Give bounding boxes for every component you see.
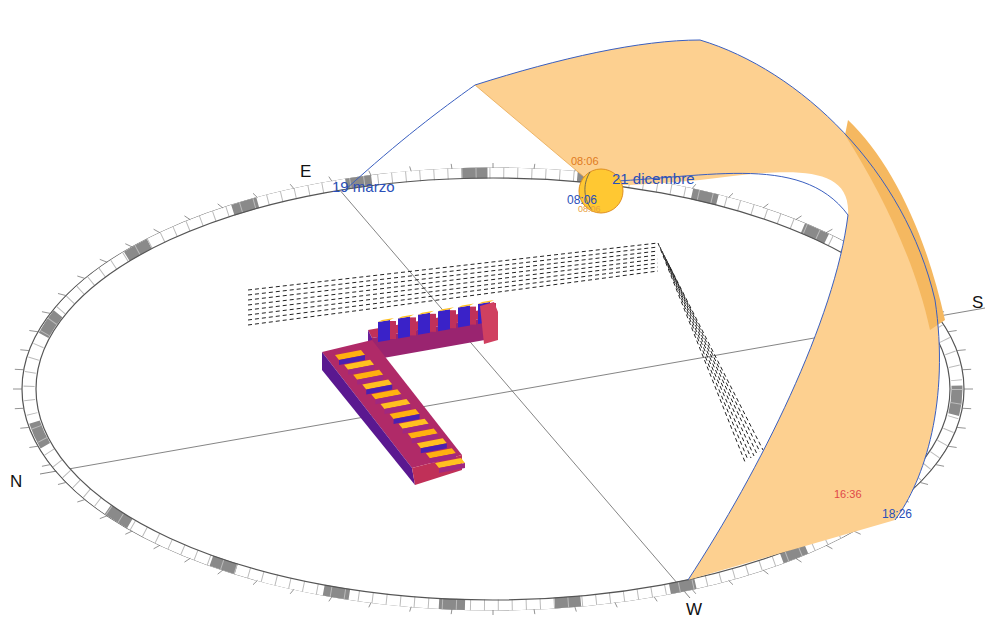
building-model xyxy=(322,300,498,485)
shadow-line xyxy=(670,267,763,450)
ring-tick xyxy=(410,166,412,171)
ring-tick xyxy=(58,293,66,295)
ring-tick xyxy=(369,602,371,607)
band-edge xyxy=(475,85,590,182)
east-west-axis xyxy=(338,188,690,598)
building-block xyxy=(418,313,430,335)
ring-tick xyxy=(936,465,944,467)
ring-tick xyxy=(964,389,973,390)
ring-tick xyxy=(957,349,966,351)
shadow-line xyxy=(666,259,757,454)
ring-tick xyxy=(290,184,294,189)
ring-tick xyxy=(920,482,928,484)
ring-tick xyxy=(290,589,294,594)
ring-tick xyxy=(154,229,160,233)
ring-tick xyxy=(253,193,258,197)
building-block xyxy=(430,314,436,332)
ring-tick xyxy=(826,229,832,233)
ring-tick xyxy=(184,216,190,220)
ring-tick xyxy=(77,500,85,503)
ring-tick xyxy=(329,177,332,182)
ring-tick xyxy=(796,558,802,562)
ring-tick xyxy=(184,558,190,562)
ring-tick xyxy=(763,204,768,208)
shadow-line xyxy=(248,259,658,310)
building-block xyxy=(378,320,390,342)
ring-tick xyxy=(451,164,453,169)
building-block xyxy=(398,316,410,338)
ring-tick xyxy=(962,369,971,370)
date-label: 19 marzo xyxy=(332,179,395,194)
ring-tick xyxy=(451,609,453,614)
building-block xyxy=(390,321,396,339)
sun-path-band xyxy=(475,40,939,580)
ring-tick xyxy=(13,389,22,390)
ring-tick xyxy=(957,427,966,429)
ring-tick xyxy=(654,597,657,602)
time-label: 08:06 xyxy=(571,156,599,167)
ring-tick xyxy=(42,465,50,467)
ring-tick xyxy=(534,164,536,169)
compass-point: N xyxy=(10,473,22,490)
building-block xyxy=(480,302,498,344)
ring-tick xyxy=(615,602,617,607)
ring-tick xyxy=(15,408,24,409)
ring-tick xyxy=(763,570,768,574)
ring-tick xyxy=(29,331,38,332)
ring-tick xyxy=(29,446,38,447)
compass-point: S xyxy=(972,294,983,311)
shadow-line xyxy=(248,263,658,315)
ring-tick xyxy=(826,545,832,549)
ring-tick xyxy=(729,193,734,197)
shadow-line xyxy=(664,255,754,456)
ring-tick xyxy=(154,545,160,549)
shadow-line xyxy=(660,247,748,460)
compass-point: E xyxy=(300,163,311,180)
ring-tick xyxy=(948,331,957,332)
ring-tick xyxy=(20,427,29,429)
ring-tick xyxy=(100,259,107,262)
ring-tick xyxy=(410,607,412,612)
building-block xyxy=(458,306,470,328)
shadow-line xyxy=(248,251,658,300)
building-block xyxy=(438,309,450,331)
ring-tick xyxy=(100,516,107,519)
shadow-line xyxy=(668,263,760,452)
ring-tick xyxy=(58,482,66,484)
ring-tick xyxy=(575,607,577,612)
shadow-line xyxy=(662,251,751,458)
building-block xyxy=(410,317,416,335)
ring-tick xyxy=(369,171,371,176)
ring-tick xyxy=(15,369,24,370)
building-block xyxy=(439,463,465,473)
compass-point: W xyxy=(686,601,702,618)
time-label: 16:36 xyxy=(834,489,862,500)
ring-tick xyxy=(218,570,223,574)
shadow-line xyxy=(658,243,745,462)
date-label: 21 dicembre xyxy=(612,171,695,186)
ring-tick xyxy=(796,216,802,220)
ring-tick xyxy=(329,597,332,602)
ring-tick xyxy=(42,312,50,314)
ring-tick xyxy=(729,580,734,584)
ring-tick xyxy=(493,163,494,168)
december-path xyxy=(590,173,848,580)
march-path xyxy=(345,40,939,520)
ring-tick xyxy=(77,276,85,279)
ring-tick xyxy=(692,589,696,594)
ring-tick xyxy=(948,446,957,447)
ring-tick xyxy=(125,244,132,247)
time-label: 18:26 xyxy=(882,508,912,520)
ring-tick xyxy=(493,610,494,615)
ring-tick xyxy=(218,204,223,208)
ring-tick xyxy=(125,531,132,534)
building-block xyxy=(450,310,456,328)
ring-tick xyxy=(253,580,258,584)
ring-tick xyxy=(20,349,29,351)
time-label: 08:06 xyxy=(578,205,601,214)
ring-tick xyxy=(962,408,971,409)
ring-tick xyxy=(534,609,536,614)
building-block xyxy=(470,307,476,325)
